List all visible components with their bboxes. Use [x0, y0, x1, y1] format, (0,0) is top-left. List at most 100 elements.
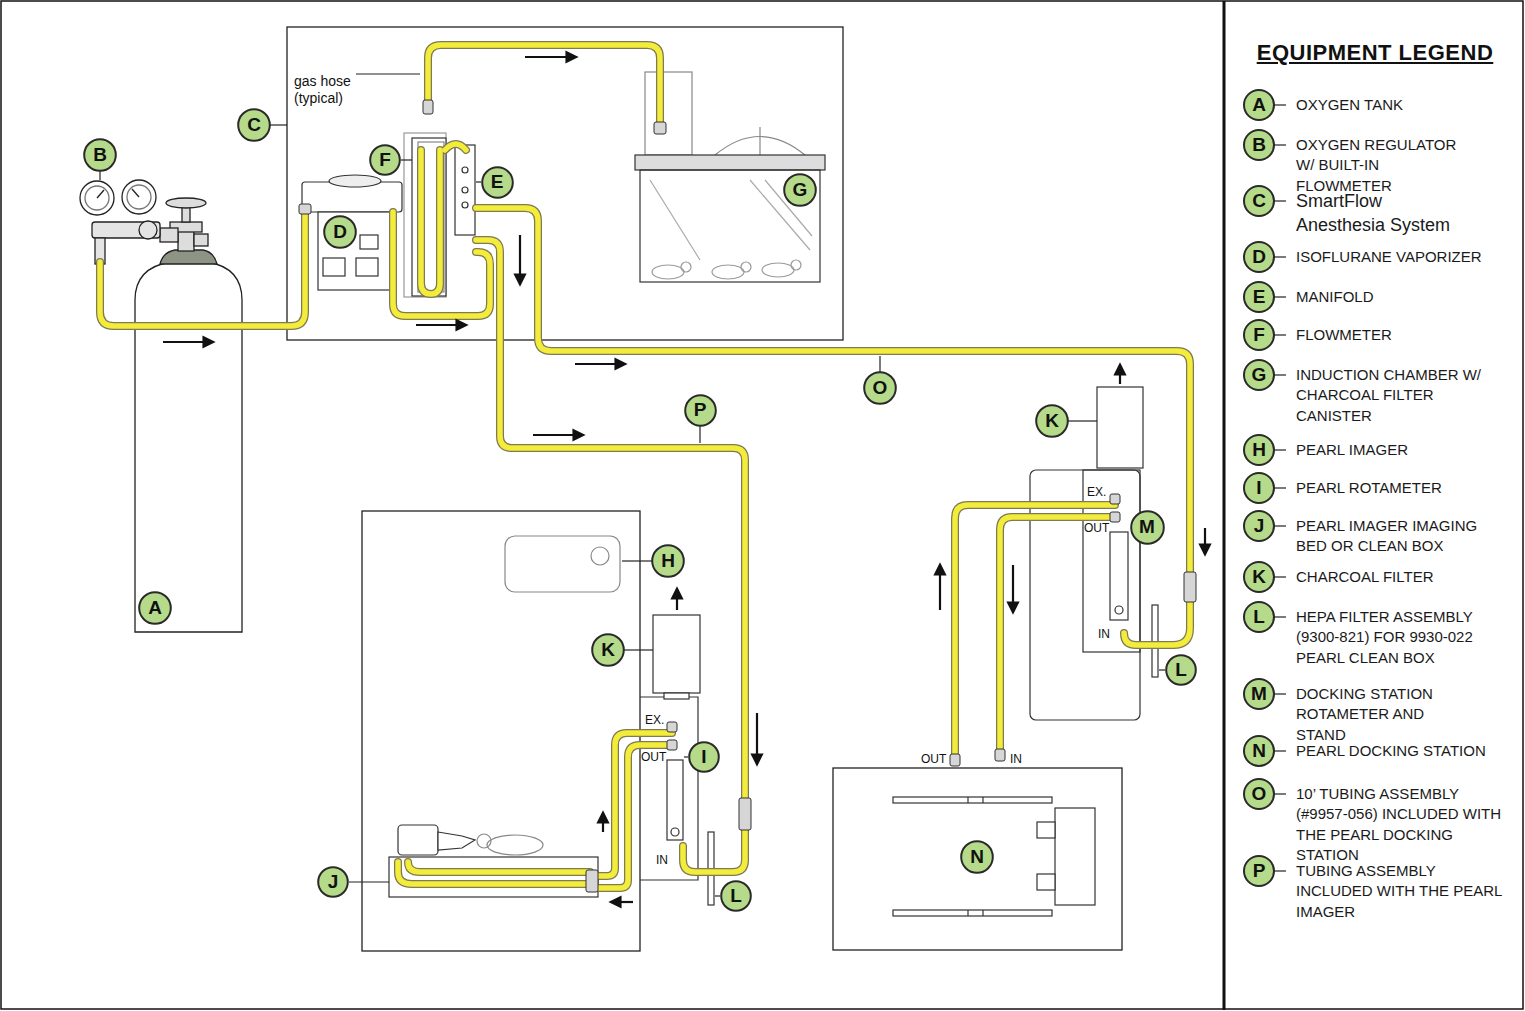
- pearl-imager: [505, 536, 620, 592]
- docking-station-stand-part: [1110, 532, 1128, 620]
- manifold-part: [462, 167, 468, 173]
- induction-chamber-part: [762, 263, 794, 277]
- flow-arrow-part: [939, 565, 941, 610]
- port-label: IN: [1010, 752, 1022, 766]
- oxygen-tank-part: [135, 262, 242, 632]
- flow-arrow-part: [519, 235, 521, 284]
- callout-circle-outline: [592, 634, 624, 666]
- callout-circle-outline: [721, 881, 751, 911]
- leader-line-part: [349, 881, 389, 882]
- flow-arrow: [163, 57, 1205, 902]
- hose-fitting-part: [667, 722, 677, 732]
- legend-dash: [1274, 525, 1286, 526]
- pearl-rotameter-stand-part: [653, 615, 700, 693]
- gas-hose-part: [476, 240, 745, 872]
- gas-hose-part: [100, 212, 305, 326]
- legend-dash: [1274, 870, 1286, 871]
- port-label: IN: [656, 853, 668, 867]
- callout-circle: D: [323, 215, 357, 249]
- manifold-part: [455, 145, 475, 235]
- isoflurane-vaporizer: [302, 175, 402, 290]
- legend-letter: H: [1252, 439, 1266, 462]
- gas-hose-outline-part: [428, 45, 660, 124]
- legend-letter: I: [1256, 477, 1261, 500]
- docking-station-stand-part: [1083, 470, 1140, 652]
- docking-station-part: [982, 910, 983, 916]
- legend-dash: [1274, 296, 1286, 297]
- isoflurane-vaporizer-part: [318, 212, 395, 290]
- callout-circle-outline: [864, 372, 896, 404]
- legend-circle: [1244, 130, 1274, 160]
- leader-line-part: [270, 124, 287, 125]
- hose-fitting-part: [423, 100, 433, 114]
- gas-hose-outline-part: [421, 150, 440, 294]
- port-label: IN: [1098, 627, 1110, 641]
- callout-letter: L: [1175, 660, 1187, 681]
- gas-hose-part: [421, 150, 440, 294]
- isoflurane-vaporizer-part: [323, 258, 345, 276]
- oxygen-regulator-part: [122, 180, 156, 214]
- callout-circle-outline: [84, 139, 116, 171]
- callout-circle-outline: [1166, 655, 1196, 685]
- legend-text: ISOFLURANE VAPORIZER: [1296, 247, 1518, 268]
- callout-circle: H: [651, 544, 685, 578]
- oxygen-tank-part: [194, 234, 208, 246]
- callout-letter: D: [333, 222, 347, 243]
- imaging-bed-part: [487, 835, 543, 855]
- induction-chamber-part: [635, 155, 825, 170]
- hose-fitting-part: [995, 749, 1005, 761]
- legend-text: TUBING ASSEMBLY INCLUDED WITH THE PEARL …: [1296, 861, 1506, 923]
- docking-station-part: [1055, 808, 1095, 905]
- legend-letter: F: [1253, 324, 1265, 347]
- flowmeter-part: [412, 138, 446, 296]
- legend-text: CHARCOAL FILTER: [1296, 567, 1518, 588]
- induction-chamber-part: [652, 265, 684, 279]
- docking-station-stand-part: [1097, 387, 1143, 468]
- legend-letter: J: [1254, 515, 1265, 538]
- leader-line-part: [356, 73, 420, 74]
- flow-arrow-part: [533, 434, 583, 436]
- legend-letter: C: [1252, 190, 1266, 213]
- leader-line-part: [715, 895, 720, 896]
- imaging-bed-part: [438, 832, 475, 850]
- pearl-rotameter-stand-part: [640, 697, 698, 880]
- hose-fitting: [299, 100, 1196, 892]
- legend-circle: [1244, 435, 1274, 465]
- callout-circle: K: [591, 633, 625, 667]
- imaging-bed-part: [389, 857, 598, 897]
- gas-hose-part: [408, 862, 590, 872]
- port-label: EX.: [1087, 485, 1106, 499]
- legend-text: 10’ TUBING ASSEMBLY (#9957-056) INCLUDED…: [1296, 784, 1508, 866]
- hose-fitting-part: [1184, 572, 1196, 602]
- imaging-bed-part: [398, 825, 438, 855]
- gas-hose-outline-part: [398, 862, 590, 884]
- pearl-rotameter-stand-part: [664, 693, 689, 699]
- docking-station-stand: [1030, 387, 1158, 720]
- legend-letter: L: [1253, 606, 1265, 629]
- legend-dash: [1274, 487, 1286, 488]
- gas-hose: [100, 45, 1190, 888]
- imaging-bed: [389, 825, 598, 897]
- port-label: gas hose (typical): [294, 73, 356, 107]
- flow-arrow-part: [163, 341, 213, 343]
- docking-station-part: [893, 797, 1052, 803]
- oxygen-regulator-part: [80, 181, 114, 215]
- legend-circle: [1244, 360, 1274, 390]
- isoflurane-vaporizer-part: [329, 175, 381, 187]
- callout-circle-outline: [784, 174, 816, 206]
- hose-fitting-part: [1110, 512, 1120, 522]
- gas-hose-part: [596, 727, 672, 876]
- gas-hose-outline-part: [476, 208, 1190, 645]
- legend-circle: [1244, 679, 1274, 709]
- induction-chamber-part: [640, 170, 820, 282]
- hose-fitting-part: [739, 798, 751, 830]
- callout-letter: E: [491, 172, 504, 193]
- legend-dash: [1274, 449, 1286, 450]
- gas-hose-part: [596, 745, 672, 888]
- hose-fitting-part: [950, 754, 960, 766]
- legend-title: EQUIPMENT LEGEND: [1257, 40, 1494, 66]
- gas-hose-outline-part: [408, 862, 590, 872]
- port-label: OUT: [921, 752, 946, 766]
- callout-circle-outline: [370, 145, 400, 175]
- induction-chamber-part: [759, 127, 760, 155]
